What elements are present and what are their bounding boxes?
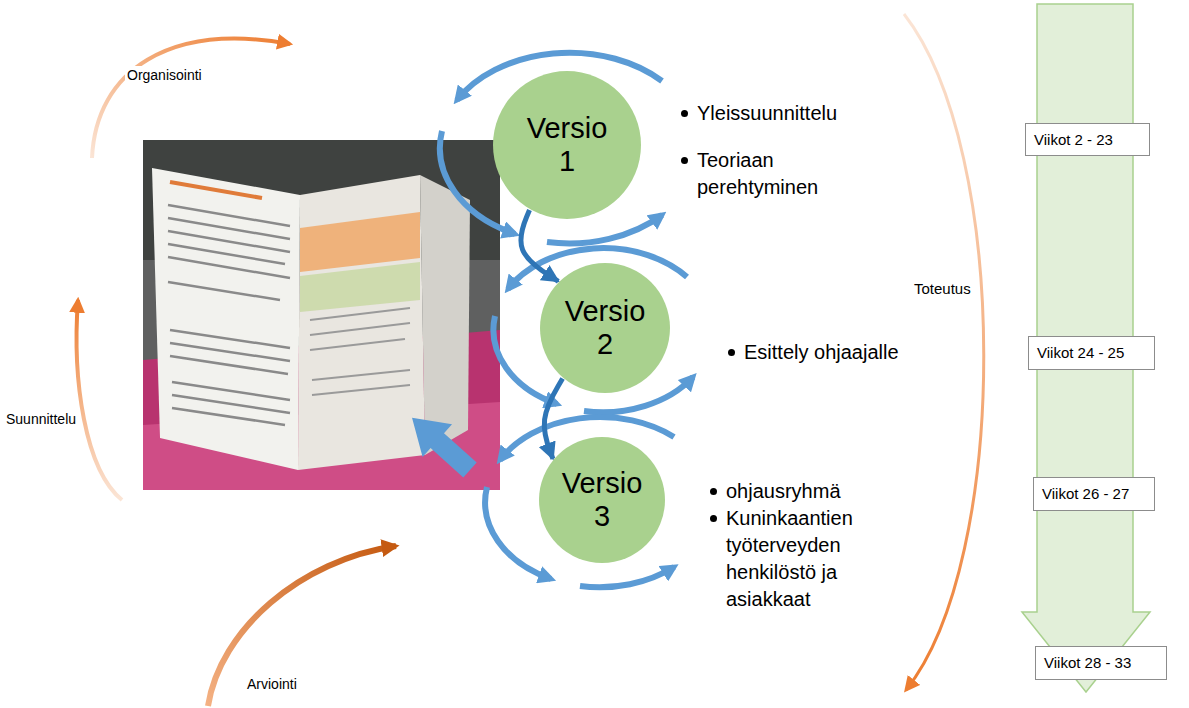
phase-label: Suunnittelu [4, 410, 78, 429]
version-circle: Versio 1 [492, 70, 642, 220]
process-arc [77, 300, 122, 500]
photo-background [143, 140, 500, 490]
label-text: Teoriaan perehtyminen [697, 147, 847, 201]
circle-fill [539, 437, 665, 563]
flow-arrow [544, 379, 562, 459]
circle-fill [540, 263, 670, 393]
label-text: Kuninkaantien työterveyden henkilöstö ja… [726, 505, 876, 613]
week-box: Viikot 2 - 23 [1025, 123, 1150, 156]
phase-label: Organisointi [125, 66, 204, 85]
label-text: Suunnittelu [6, 410, 76, 429]
leaflet-band [300, 212, 420, 272]
loop-arrow [580, 567, 674, 587]
week-text: Viikot 24 - 25 [1037, 344, 1124, 362]
leaflet-text-lines [310, 308, 410, 395]
leaflet-heading [170, 182, 262, 198]
circle-title: Versio 2 [558, 295, 653, 362]
flow-arrow [521, 210, 559, 281]
leaflet-panel [152, 168, 300, 470]
bullet-dot [710, 515, 717, 522]
bullet-dot [681, 110, 688, 117]
loop-arrow [547, 215, 662, 243]
label-text: Organisointi [127, 66, 202, 85]
week-text: Viikot 28 - 33 [1044, 654, 1131, 672]
bullet-dot [710, 488, 717, 495]
label-text: Yleissuunnittelu [697, 100, 837, 127]
week-box: Viikot 26 - 27 [1033, 477, 1155, 511]
bullet-item: Teoriaan perehtyminen [678, 147, 849, 201]
phase-label: Toteutus [912, 279, 973, 299]
leaflet-panel [420, 175, 470, 455]
phase-label: Arviointi [245, 675, 299, 694]
bullet-item: Yleissuunnittelu [678, 100, 839, 127]
brochure-photo [143, 140, 500, 490]
process-arc [208, 546, 396, 706]
bullet-item: Esittely ohjaajalle [725, 339, 901, 366]
leaflet-text-lines [168, 205, 290, 425]
bullet-dot [728, 349, 735, 356]
bullet-dot [681, 157, 688, 164]
iteration-loops [440, 53, 693, 588]
circle-title: Versio 3 [555, 467, 650, 534]
week-text: Viikot 26 - 27 [1042, 485, 1129, 503]
bullet-item: Kuninkaantien työterveyden henkilöstö ja… [707, 505, 878, 613]
week-box: Viikot 24 - 25 [1028, 336, 1155, 370]
circle-title: Versio 1 [520, 112, 615, 179]
label-text: Arviointi [247, 675, 297, 694]
label-text: ohjausryhmä [726, 478, 841, 505]
leaflet-band [300, 262, 420, 312]
week-box: Viikot 28 - 33 [1035, 646, 1167, 680]
version-circle: Versio 2 [539, 262, 671, 394]
implementation-bracket [904, 14, 984, 690]
bullet-item: ohjausryhmä [707, 478, 843, 505]
label-text: Esittely ohjaajalle [744, 339, 899, 366]
result-arrow [397, 401, 484, 486]
result-arrow-shape [397, 401, 484, 486]
process-arc [92, 39, 290, 158]
label-text: Toteutus [914, 279, 971, 299]
leaflet-panel [298, 175, 425, 470]
circle-fill [493, 71, 641, 219]
version-circle: Versio 3 [538, 436, 666, 564]
week-text: Viikot 2 - 23 [1034, 131, 1113, 149]
